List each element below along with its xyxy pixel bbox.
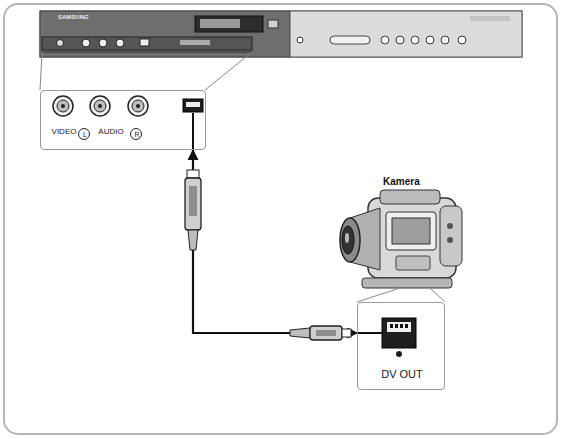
- dv-out-inset: [357, 302, 445, 390]
- dv-plug: [290, 326, 351, 340]
- camcorder: [340, 190, 462, 288]
- dv-plug: [185, 170, 201, 250]
- rca-jack: [53, 96, 73, 116]
- dv-out-inset-box: DV OUT: [357, 302, 445, 390]
- recorder: [40, 11, 522, 57]
- device-label: Kamera: [383, 177, 420, 187]
- dv-cable: [193, 150, 357, 333]
- rca-jack: [90, 96, 110, 116]
- zoom-line: [205, 52, 252, 90]
- frame: [4, 4, 557, 434]
- channel-mark: R: [134, 131, 139, 138]
- brand-label: SAMSUNG: [58, 14, 89, 20]
- zoom-line: [357, 288, 400, 302]
- rca-jack: [128, 96, 148, 116]
- zoom-line: [40, 52, 42, 90]
- channel-mark: L: [83, 131, 87, 138]
- port-label: DV OUT: [381, 369, 423, 380]
- jack-label: AUDIO: [98, 128, 123, 136]
- dv-port: [183, 99, 203, 112]
- jack-label: VIDEO: [52, 128, 77, 136]
- jack-inset: [40, 90, 206, 150]
- jack-inset-box: VIDEO L AUDIO R: [40, 90, 206, 150]
- zoom-line: [430, 288, 445, 302]
